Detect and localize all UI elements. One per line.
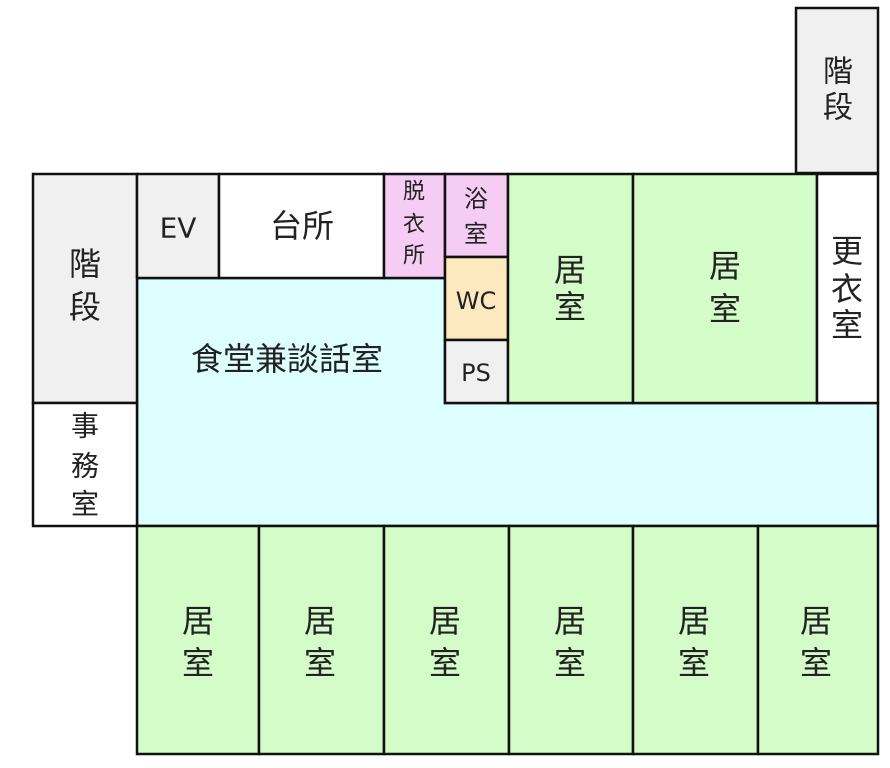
locker-room [815,172,880,405]
resident-lower-4-label-1: 居 [554,602,586,640]
locker-label-1: 更 [831,232,863,270]
elevator-label: EV [160,212,197,245]
pipe-space [443,338,510,405]
resident-lower-2-label-2: 室 [304,644,336,682]
resident-upper-2-label-1: 居 [709,247,741,285]
bath-label-2: 室 [464,220,488,248]
stairs-left-label-2: 段 [69,288,101,326]
wc-label: WC [456,287,497,315]
dressing-label-3: 所 [403,244,425,269]
resident-room-lower-3 [382,524,511,756]
resident-lower-3-label-1: 居 [429,602,461,640]
bathroom [443,172,510,259]
stairs-top-label-2: 段 [823,91,853,126]
resident-lower-1-label-2: 室 [182,644,214,682]
resident-room-lower-2 [257,524,386,756]
office-label-1: 事 [71,410,99,443]
resident-lower-5-label-1: 居 [678,602,710,640]
resident-lower-6-label-1: 居 [800,602,832,640]
resident-room-upper-2 [631,172,819,405]
resident-lower-2-label-1: 居 [304,602,336,640]
resident-room-lower-1 [135,524,261,756]
bath-label-1: 浴 [464,185,488,213]
dining-label: 食堂兼談話室 [191,340,383,378]
office-label-2: 務 [71,450,99,483]
stairs-left-label-1: 階 [69,245,101,283]
stairs-top-right [794,6,880,175]
office-room [31,401,139,528]
resident-lower-3-label-2: 室 [429,644,461,682]
stairs-top-label-1: 階 [823,55,853,90]
resident-room-upper-1 [506,172,635,405]
resident-upper-1-label-1: 居 [554,251,586,289]
dressing-room [382,172,447,280]
stairs-left [31,172,139,405]
resident-lower-4-label-2: 室 [554,644,586,682]
ps-label: PS [461,359,491,387]
dressing-label-2: 衣 [403,213,425,238]
resident-lower-5-label-2: 室 [678,644,710,682]
resident-upper-1-label-2: 室 [554,288,586,326]
kitchen-label: 台所 [270,207,334,245]
locker-label-3: 室 [831,306,863,344]
resident-lower-6-label-2: 室 [800,644,832,682]
resident-room-lower-4 [507,524,635,756]
elevator [135,172,221,280]
dressing-label-1: 脱 [403,180,425,205]
resident-room-lower-6 [756,524,880,756]
resident-upper-2-label-2: 室 [709,290,741,328]
resident-room-lower-5 [631,524,760,756]
resident-lower-1-label-1: 居 [182,602,214,640]
office-label-3: 室 [71,488,99,521]
locker-label-2: 衣 [831,270,863,308]
